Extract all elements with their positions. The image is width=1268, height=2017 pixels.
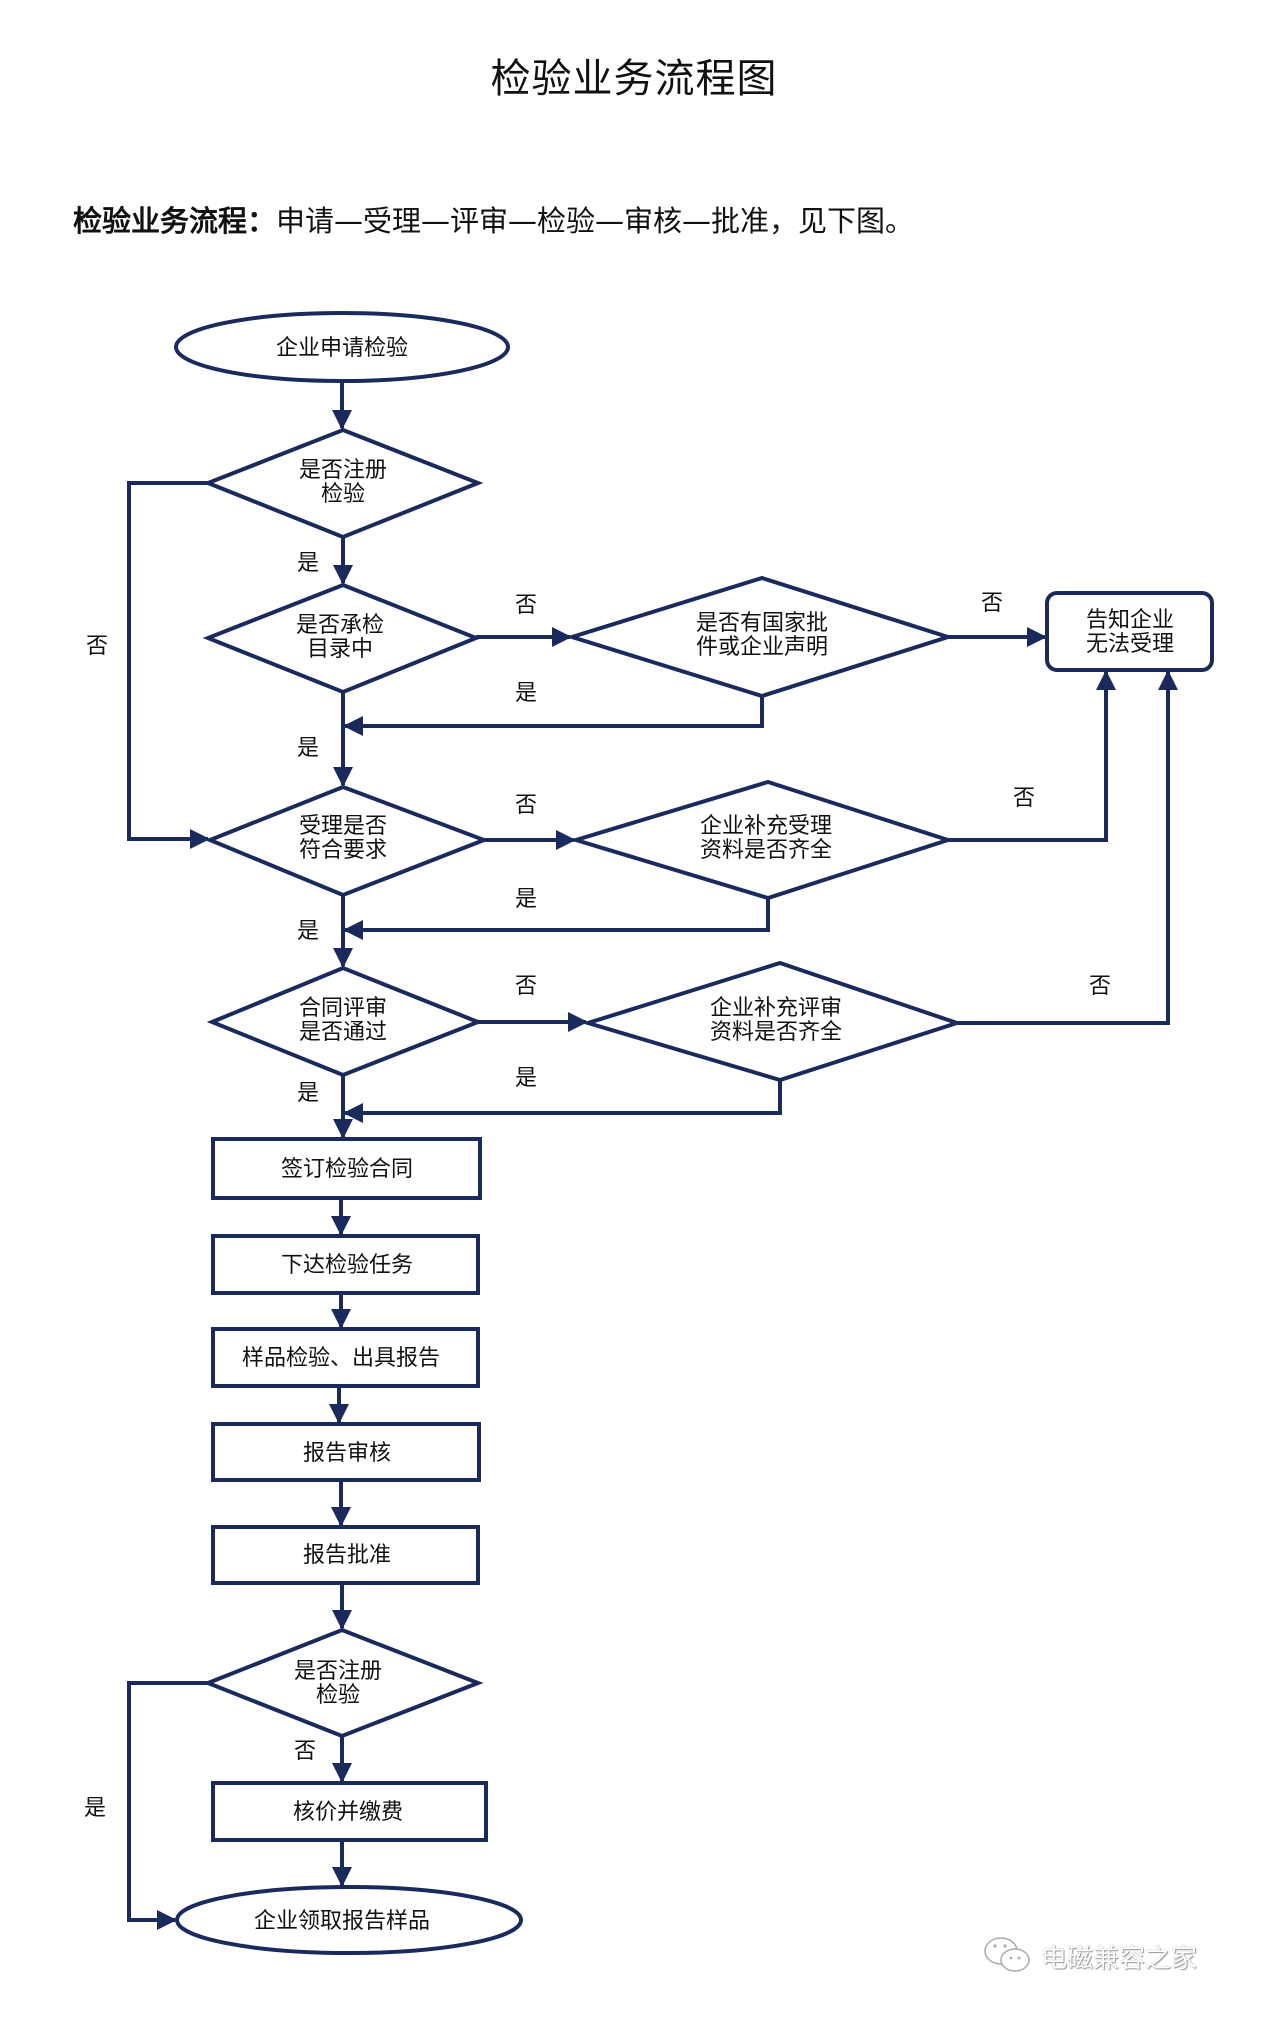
edge-d3b-no-reject [948, 670, 1116, 842]
edge-d5-yes-end [127, 1681, 208, 1930]
process-sample-test-shape [211, 1327, 480, 1388]
edge-d1-no-d3 [127, 481, 210, 849]
reject-node-label-2: 无法受理 [1086, 632, 1174, 657]
page-title: 检验业务流程图 [490, 56, 778, 102]
label-no-d4: 否 [515, 974, 537, 999]
label-no-d4b: 否 [1089, 974, 1111, 999]
end-node-shape [175, 1885, 523, 1955]
label-no-d5: 否 [294, 1739, 316, 1764]
wechat-icon [984, 1937, 1030, 1972]
decision-registered-label-2: 检验 [321, 482, 365, 507]
decision-registered-2-label-2: 检验 [316, 1683, 360, 1708]
reject-node-shape [1045, 591, 1214, 672]
process-summary: 检验业务流程：申请—受理—评审—检验—审核—批准，见下图。 [73, 198, 914, 240]
decision-supplement-review-label-1: 企业补充评审 [710, 996, 842, 1021]
process-assign-task-label: 下达检验任务 [281, 1253, 413, 1278]
label-no-d2b: 否 [981, 591, 1003, 616]
watermark-text: 电磁兼容之家 [1041, 1943, 1198, 1974]
decision-registered-2-label-1: 是否注册 [294, 1659, 382, 1684]
process-summary-prefix: 检验业务流程： [73, 204, 277, 238]
process-report-review-label: 报告审核 [303, 1441, 391, 1466]
decision-supplement-acceptance-label-1: 企业补充受理 [700, 814, 832, 839]
decision-acceptance-label-1: 受理是否 [299, 814, 387, 839]
label-yes-d5: 是 [84, 1796, 106, 1821]
label-no-d1: 否 [86, 634, 108, 659]
process-report-approve-shape [211, 1525, 480, 1585]
decision-approval-label-1: 是否有国家批 [696, 611, 828, 636]
edge-d3b-yes-return [343, 898, 770, 940]
edge-d2b-yes-return [343, 696, 764, 736]
edge-d4b-no-reject [957, 670, 1178, 1025]
decision-approval-label-2: 件或企业声明 [696, 635, 828, 660]
reject-node-label-1: 告知企业 [1086, 608, 1174, 633]
label-yes-d3: 是 [297, 919, 319, 944]
process-pricing-label: 核价并缴费 [293, 1800, 403, 1825]
process-report-approve-label: 报告批准 [303, 1543, 391, 1568]
label-no-d3: 否 [515, 793, 537, 818]
label-no-d2: 否 [515, 593, 537, 618]
edge-d4b-yes-return [343, 1080, 782, 1123]
decision-catalog-label-1: 是否承检 [296, 613, 384, 638]
label-yes-d1: 是 [297, 551, 319, 576]
process-sign-contract-shape [211, 1137, 482, 1200]
decision-supplement-review-label-2: 资料是否齐全 [710, 1020, 842, 1045]
decision-contract-review-label-1: 合同评审 [299, 996, 387, 1021]
decision-supplement-acceptance-label-2: 资料是否齐全 [700, 838, 832, 863]
label-yes-d2: 是 [297, 736, 319, 761]
end-node-label: 企业领取报告样品 [254, 1909, 430, 1934]
decision-contract-review-label-2: 是否通过 [299, 1020, 387, 1045]
process-sample-test-label: 样品检验、出具报告 [242, 1346, 440, 1371]
decision-catalog-label-2: 目录中 [307, 637, 373, 662]
process-report-review-shape [211, 1422, 481, 1482]
process-assign-task-shape [211, 1234, 480, 1295]
start-node-label: 企业申请检验 [276, 336, 408, 361]
decision-registered-label-1: 是否注册 [299, 458, 387, 483]
label-yes-d2b: 是 [515, 681, 537, 706]
process-pricing-shape [211, 1781, 488, 1842]
label-no-d3b: 否 [1013, 786, 1035, 811]
decision-acceptance-label-2: 符合要求 [299, 838, 387, 863]
label-yes-d4b: 是 [515, 1066, 537, 1091]
process-sign-contract-label: 签订检验合同 [281, 1157, 413, 1182]
label-yes-d3b: 是 [515, 887, 537, 912]
process-summary-text: 申请—受理—评审—检验—审核—批准，见下图。 [276, 204, 915, 238]
label-yes-d4: 是 [297, 1081, 319, 1106]
watermark: 电磁兼容之家 [983, 1936, 1197, 1976]
